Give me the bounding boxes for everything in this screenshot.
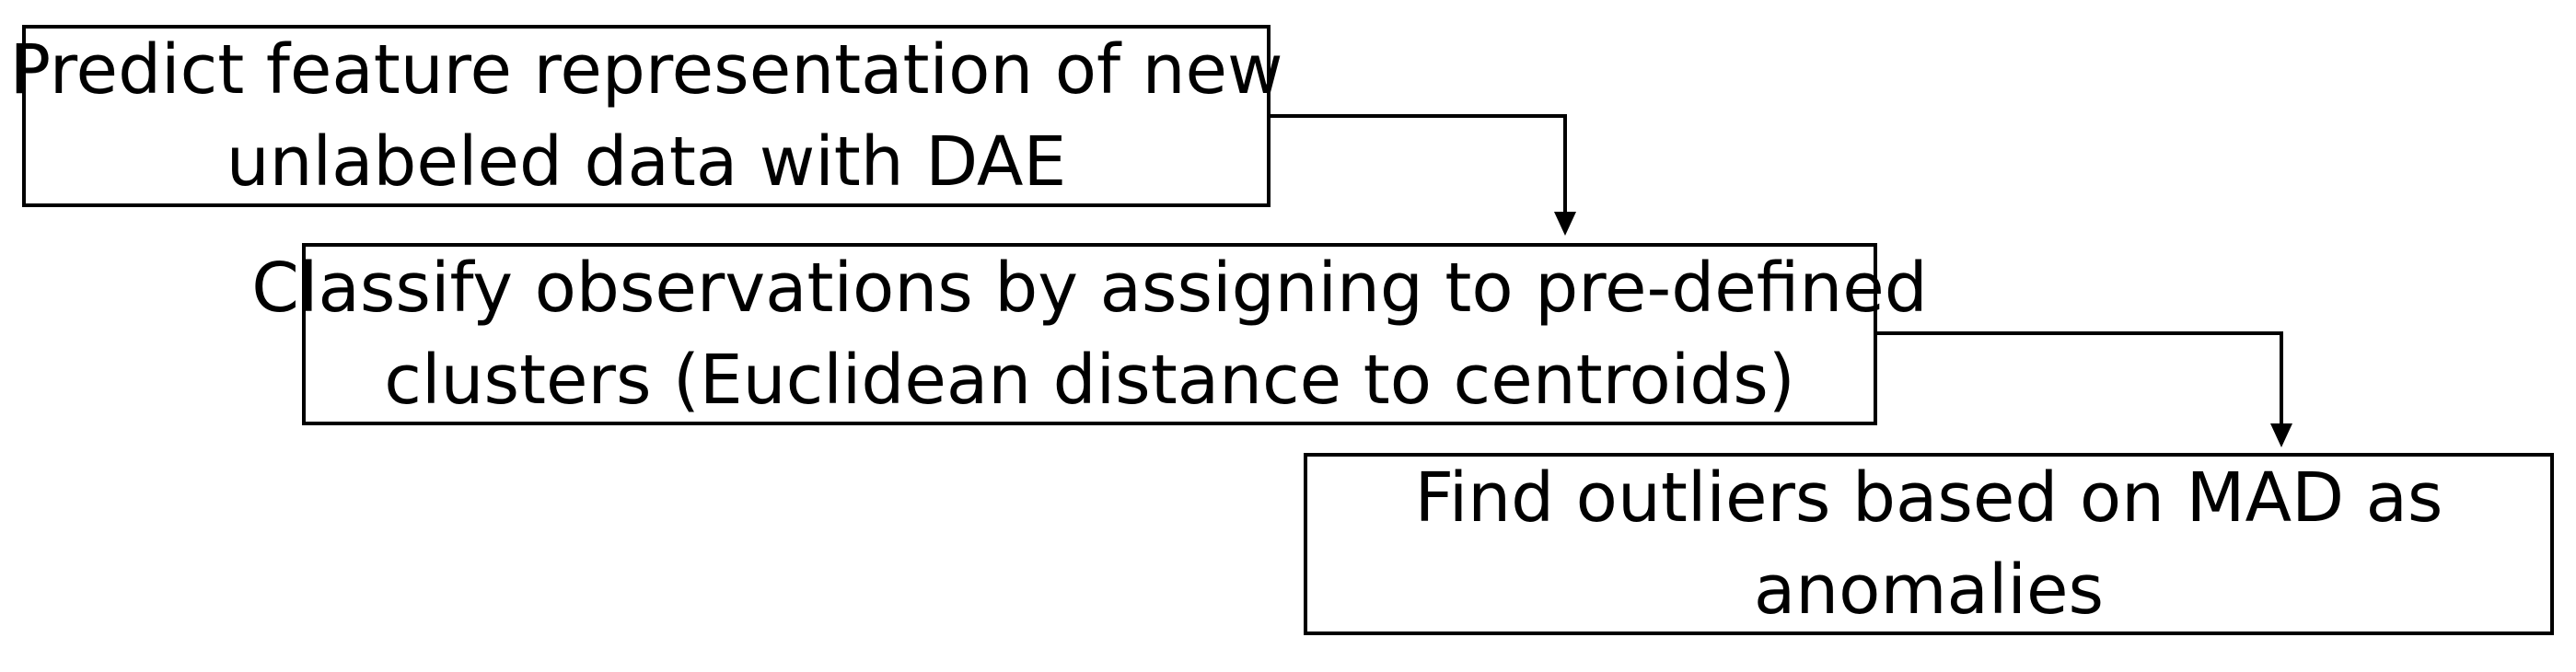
step-line: clusters (Euclidean distance to centroid… (384, 341, 1795, 420)
step-box-predict: Predict feature representation of new un… (9, 25, 1283, 207)
step-box-classify: Classify observations by assigning to pr… (251, 243, 1928, 425)
step-line: anomalies (1753, 550, 2105, 630)
step-text: Predict feature representation of new un… (9, 24, 1282, 208)
step-text: Find outliers based on MAD as anomalies (1415, 452, 2443, 636)
step-line: Predict feature representation of new (9, 30, 1283, 110)
connector-2-to-3 (1877, 331, 2292, 447)
step-line: Classify observations by assigning to pr… (251, 249, 1928, 328)
step-text: Classify observations by assigning to pr… (251, 242, 1927, 426)
connector-1-to-2 (1271, 114, 1576, 236)
step-line: Find outliers based on MAD as (1414, 458, 2443, 538)
arrowhead-2 (2270, 423, 2292, 447)
arrowhead-1 (1554, 212, 1576, 236)
connector-line-2 (1877, 331, 2283, 429)
step-box-find-outliers: Find outliers based on MAD as anomalies (1304, 453, 2554, 635)
step-line: unlabeled data with DAE (226, 122, 1067, 202)
connector-line-1 (1271, 114, 1567, 217)
